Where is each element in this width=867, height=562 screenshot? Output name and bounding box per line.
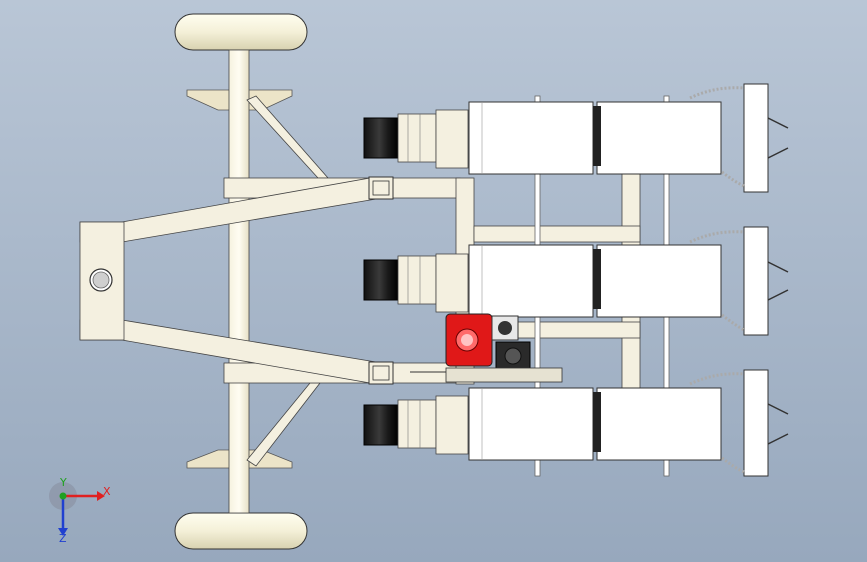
axis-x-label: X [103, 485, 111, 498]
diagonal-brace-top [246, 95, 329, 179]
a-frame-hitch [79, 177, 383, 384]
axis-z-label: Z [59, 532, 67, 545]
hopper-row2-front [468, 244, 594, 318]
wheel-bottom [174, 512, 308, 550]
rear-plate-1 [689, 83, 789, 193]
axis-triad: X Y Z [45, 476, 115, 550]
diagonal-brace-bottom [246, 382, 321, 467]
press-wheel-1 [363, 113, 437, 163]
triad-graphic [49, 482, 105, 536]
press-wheel-2 [363, 255, 437, 305]
hopper-row1-rear [593, 101, 722, 175]
tube-joint-bottom [368, 361, 394, 385]
axis-y-label: Y [60, 476, 67, 489]
rear-plate-3 [689, 369, 789, 477]
tube-joint-top [368, 176, 394, 200]
hopper-row3-front [468, 387, 594, 461]
hopper-row3-rear [593, 387, 722, 461]
wheel-top [174, 13, 308, 51]
hopper-row2-rear [593, 244, 722, 318]
engine [445, 313, 531, 371]
engine-mount-plate [445, 367, 563, 383]
main-axle [228, 49, 250, 514]
hopper-row1-front [468, 101, 594, 175]
press-wheel-3 [363, 399, 437, 449]
rear-plate-2 [689, 226, 789, 336]
